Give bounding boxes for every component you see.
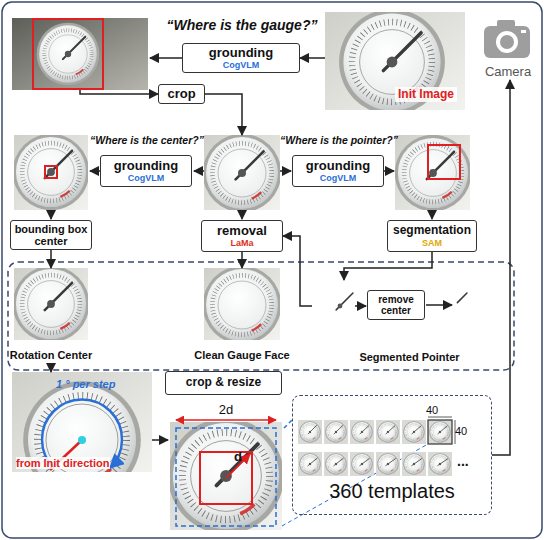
flow-connector — [50, 363, 52, 372]
camera-label: Camera — [478, 65, 538, 80]
result-caption: Rotation Center — [1, 349, 101, 361]
flow-connector — [492, 80, 510, 455]
process-box: “Where is the pointer?”groundingCogVLM — [292, 155, 384, 187]
center-bounding-box — [45, 166, 57, 178]
process-box: bounding box center — [10, 220, 92, 250]
step-name: grounding — [209, 46, 273, 61]
process-box: remove center — [367, 290, 425, 320]
flow-connector — [284, 420, 292, 428]
pointer-without-center — [457, 293, 467, 303]
flow-connector — [300, 57, 325, 59]
dimension-label: d — [234, 450, 242, 465]
prompt-text: “Where is the pointer?” — [277, 135, 401, 147]
step-name: remove center — [368, 294, 424, 316]
dimension-label: 2d — [168, 403, 284, 418]
flow-connector — [50, 250, 52, 268]
step-name: removal — [217, 224, 267, 239]
step-name: segmentation — [393, 224, 471, 237]
result-caption: Segmented Pointer — [312, 351, 507, 363]
process-box: crop & resize — [165, 371, 282, 395]
group-caption: 360 templates — [293, 480, 491, 502]
rotation-photo — [12, 372, 152, 472]
image-node: 1 ° per step from Init direction — [12, 372, 152, 472]
process-box: “Where is the center?”groundingCogVLM — [100, 155, 192, 187]
step-name: crop — [167, 87, 195, 102]
prompt-text: “Where is the center?” — [85, 135, 209, 147]
resized-gauge — [170, 422, 282, 530]
result-node: Rotation Center — [1, 268, 101, 363]
init-photo — [325, 12, 465, 110]
step-name: crop & resize — [186, 376, 261, 389]
dimension-label: 40 — [426, 404, 438, 416]
dimension-line — [176, 419, 276, 421]
gauge-photo — [12, 18, 148, 90]
crop-square — [176, 428, 276, 526]
step-name: grounding — [306, 159, 370, 174]
ellipsis: ... — [457, 454, 469, 470]
step-name: grounding — [114, 159, 178, 174]
flow-connector — [152, 439, 168, 441]
pointer-gauge — [395, 135, 470, 210]
center-gauge — [14, 135, 88, 210]
image-caption: Init Image — [395, 87, 457, 102]
flow-connector — [344, 252, 432, 280]
template-square — [200, 452, 252, 504]
image-node: 2d d — [168, 404, 284, 532]
result-caption: Clean Gauge Face — [187, 349, 297, 361]
model-name: LaMa — [230, 238, 253, 248]
result-node: Clean Gauge Face — [187, 268, 297, 363]
model-name: CogVLM — [320, 173, 357, 183]
direction-annotation: from Init direction — [16, 457, 110, 469]
dimension-label: 40 — [455, 425, 467, 437]
gauge-bounding-box — [33, 19, 103, 89]
flow-arrows — [51, 58, 452, 306]
flow-connector — [241, 252, 243, 268]
step-name: bounding box center — [11, 223, 91, 248]
model-name: SAM — [422, 238, 442, 248]
camera-node: Camera — [478, 14, 538, 80]
step-annotation: 1 ° per step — [56, 378, 115, 390]
pointer-bounding-box — [428, 145, 460, 179]
prompt-text: “Where is the gauge?” — [142, 18, 342, 34]
template-tiles — [298, 417, 455, 476]
rotation-center-dot — [78, 436, 86, 444]
model-name: CogVLM — [128, 173, 165, 183]
segmented-pointer — [336, 293, 353, 310]
process-box: “Where is the gauge?”groundingCogVLM — [182, 43, 300, 73]
camera-icon — [484, 20, 530, 58]
image-node: Init Image — [325, 12, 465, 110]
model-name: CogVLM — [223, 60, 260, 70]
flow-connector — [283, 236, 312, 306]
result-node: Segmented Pointer remove center — [312, 280, 507, 365]
process-box: segmentationSAM — [387, 220, 477, 252]
process-box: removalLaMa — [201, 220, 283, 252]
template-group: 40 40... 360 templates — [292, 395, 492, 515]
process-box: crop — [158, 84, 205, 104]
rotation-center-gauge — [14, 268, 88, 340]
cropped-gauge — [204, 135, 280, 210]
clean-gauge-face — [204, 268, 280, 340]
